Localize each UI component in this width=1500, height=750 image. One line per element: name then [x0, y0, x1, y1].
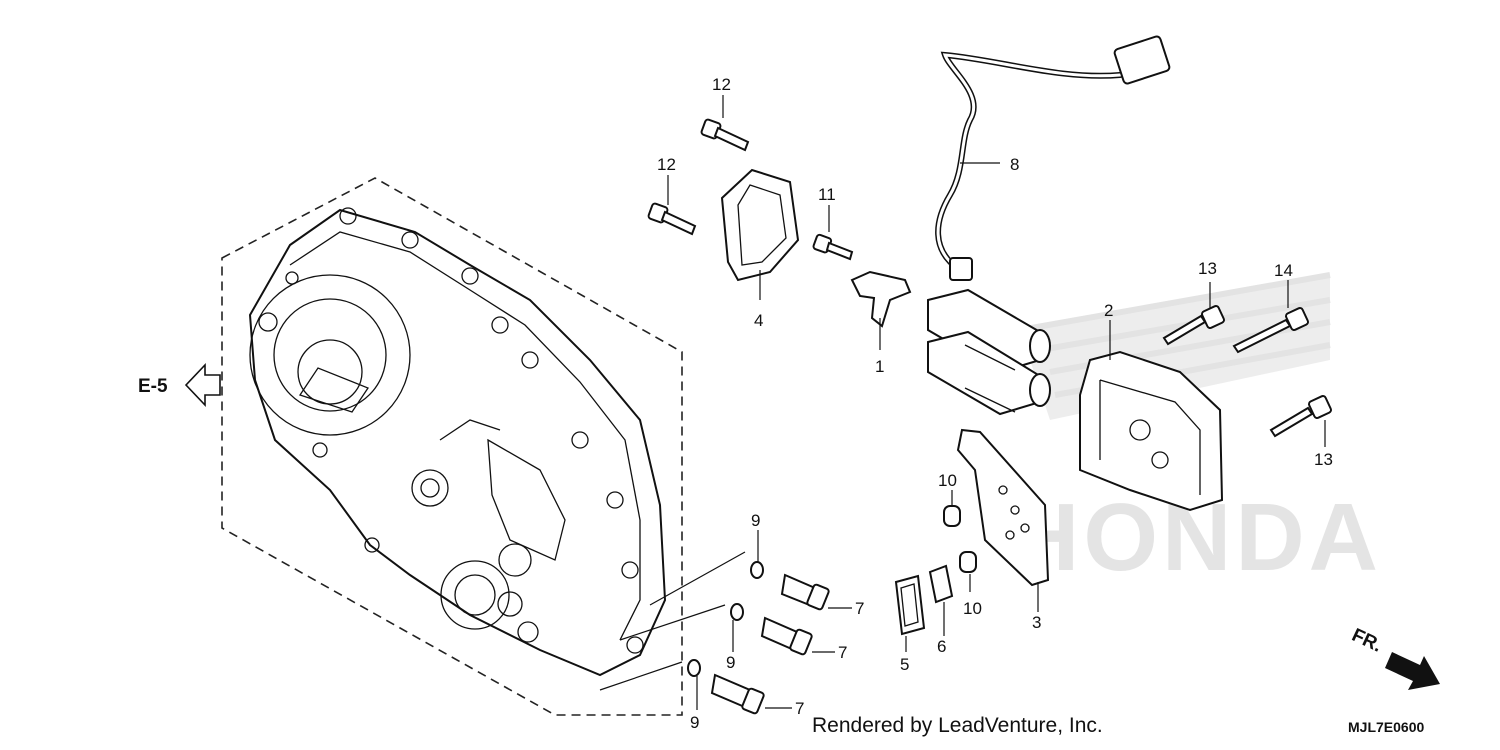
assembly-outline — [221, 177, 683, 716]
callout-6: 6 — [937, 637, 946, 656]
bolt-14 — [1232, 307, 1309, 354]
callout-11: 11 — [818, 185, 836, 204]
callout-10-upper: 10 — [938, 471, 957, 490]
bracket-1 — [850, 270, 912, 328]
callout-8: 8 — [1010, 155, 1019, 174]
callout-labels: 12 12 11 4 1 8 2 13 14 13 3 5 6 10 10 9 … — [657, 75, 1333, 732]
solenoid-valves — [927, 288, 1051, 416]
callout-3: 3 — [1032, 613, 1041, 632]
callout-10-lower: 10 — [963, 599, 982, 618]
bolt-12-lower — [647, 202, 697, 236]
front-label: FR. — [1348, 625, 1385, 657]
callout-7-middle: 7 — [838, 643, 847, 662]
front-direction: FR. — [1348, 625, 1440, 690]
crankcase-cover — [248, 207, 667, 677]
callout-4: 4 — [754, 311, 763, 330]
bolt-11 — [812, 233, 854, 261]
filter-6 — [928, 564, 954, 604]
front-arrow-icon — [1385, 652, 1440, 690]
callout-7-upper: 7 — [855, 599, 864, 618]
dowel-pin-10-lower — [959, 551, 977, 573]
reference-label: E-5 — [138, 376, 168, 397]
pressure-switch-lower — [599, 659, 765, 715]
leader-lines — [667, 95, 1326, 710]
callout-9-lower: 9 — [690, 713, 699, 732]
callout-12-upper: 12 — [712, 75, 731, 94]
callout-14: 14 — [1274, 261, 1293, 280]
callout-2: 2 — [1104, 301, 1113, 320]
callout-12-lower: 12 — [657, 155, 676, 174]
callout-7-lower: 7 — [795, 699, 804, 718]
reference-e5: E-5 — [138, 362, 221, 408]
callout-13-lower: 13 — [1314, 450, 1333, 469]
gasket-5 — [894, 574, 926, 636]
render-credit: Rendered by LeadVenture, Inc. — [812, 714, 1103, 737]
valve-body-2 — [1079, 350, 1224, 512]
diagram-code: MJL7E0600 — [1348, 719, 1424, 735]
bolt-13-lower — [1269, 395, 1332, 438]
cover-4 — [720, 168, 800, 282]
callout-5: 5 — [900, 655, 909, 674]
bolt-13-upper — [1162, 305, 1225, 346]
wire-harness-8 — [935, 35, 1171, 281]
pressure-switch-middle — [619, 603, 813, 656]
dowel-pin-10-upper — [943, 505, 961, 527]
callout-9-middle: 9 — [726, 653, 735, 672]
separator-plate-3 — [956, 428, 1050, 587]
callout-13-upper: 13 — [1198, 259, 1217, 278]
callout-9-upper: 9 — [751, 511, 760, 530]
pressure-switch-upper — [649, 551, 830, 611]
reference-arrow-icon — [184, 362, 221, 408]
bolt-12-upper — [700, 118, 750, 152]
callout-1: 1 — [875, 357, 884, 376]
